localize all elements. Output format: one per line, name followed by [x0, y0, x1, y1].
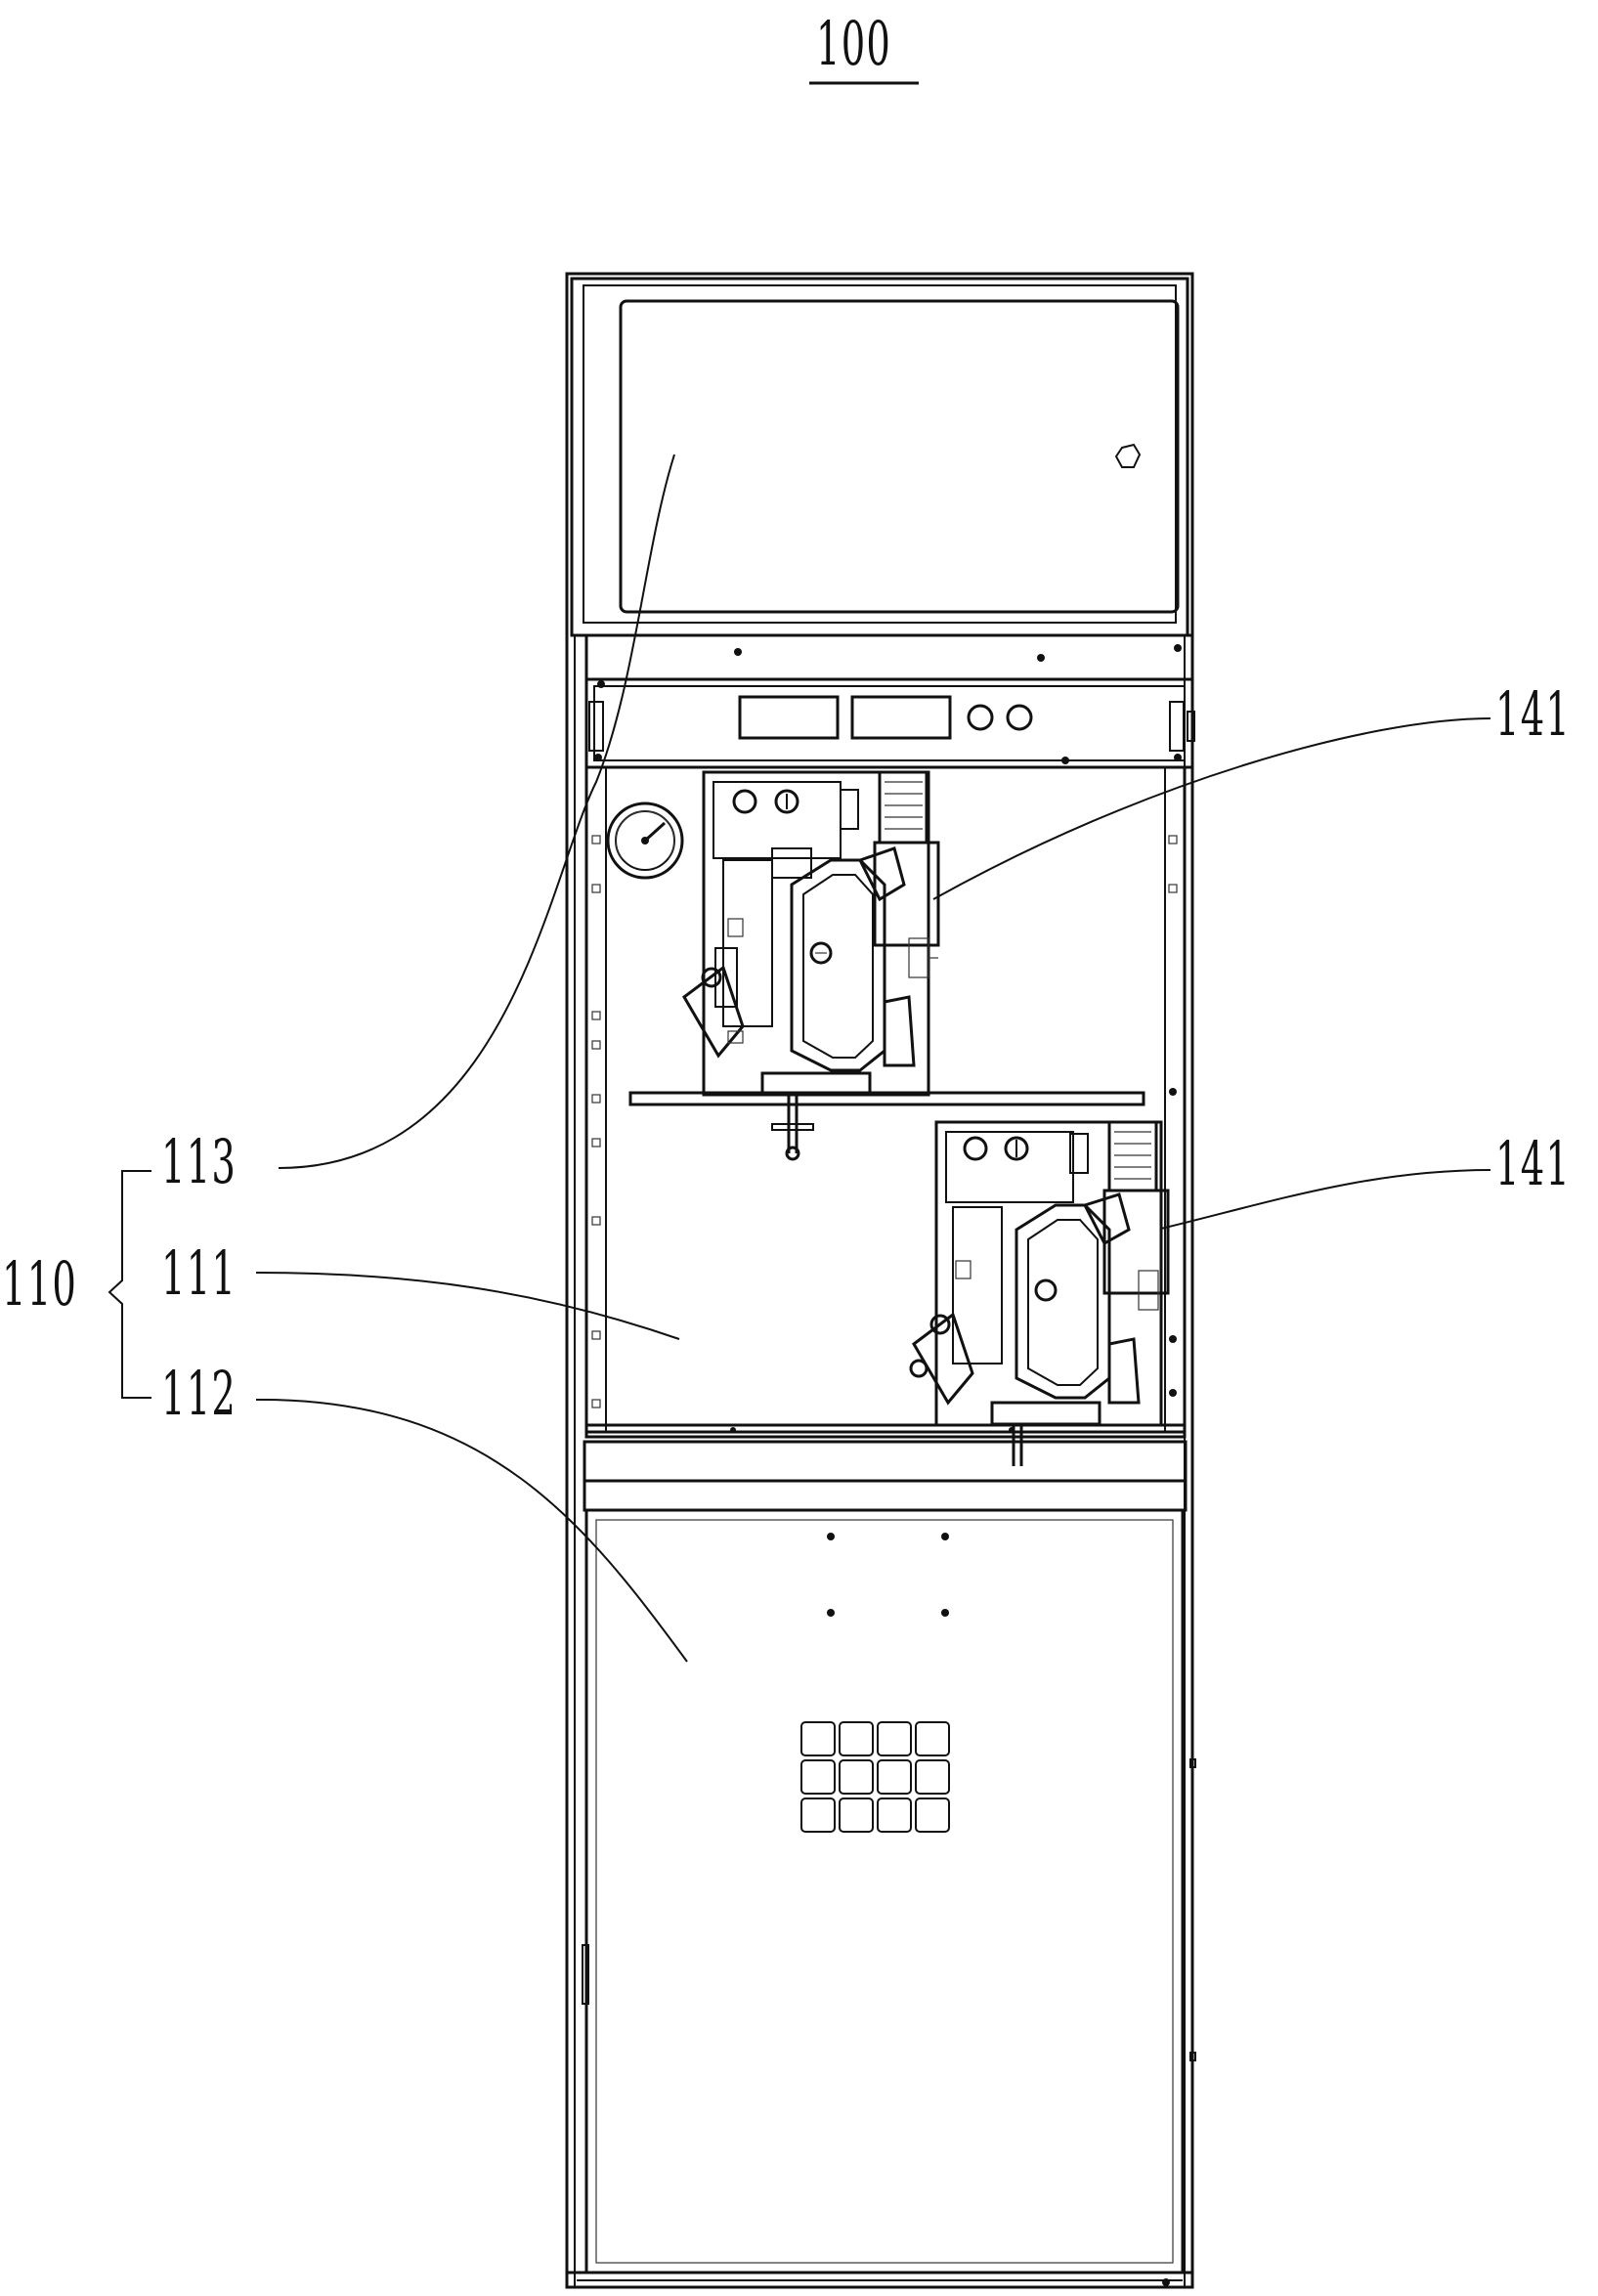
display-window-1 [738, 695, 840, 740]
mechanism-compartment [584, 765, 1187, 1439]
mounting-rail [628, 1091, 1145, 1106]
label-141-upper: 141 [1495, 678, 1572, 750]
instrument-strip [584, 677, 1195, 769]
leader-112 [255, 1398, 688, 1663]
leader-141-upper [932, 717, 1491, 900]
pressure-gauge [606, 801, 684, 880]
ventilation-grid [800, 1721, 950, 1833]
leader-141-lower [1160, 1169, 1491, 1230]
cable-compartment-door [582, 1440, 1196, 2286]
indicator-1 [967, 704, 994, 731]
operating-mechanism-lower [909, 1120, 1170, 1466]
leader-lines [108, 454, 1491, 1663]
side-markers [591, 835, 1178, 1408]
top-compartment-door [570, 277, 1189, 637]
figure-number: 100 [816, 8, 892, 79]
display-window-2 [850, 695, 952, 740]
leader-113 [278, 454, 675, 1169]
operating-mechanism-upper [682, 770, 940, 1161]
label-141-lower: 141 [1495, 1128, 1572, 1199]
door-lock [1114, 443, 1142, 468]
label-113: 113 [161, 1126, 238, 1197]
group-brace [108, 1170, 151, 1399]
label-110: 110 [2, 1248, 78, 1320]
label-111: 111 [161, 1237, 238, 1309]
label-112: 112 [161, 1358, 238, 1429]
indicator-2 [1006, 704, 1033, 731]
leader-111 [255, 1272, 680, 1340]
